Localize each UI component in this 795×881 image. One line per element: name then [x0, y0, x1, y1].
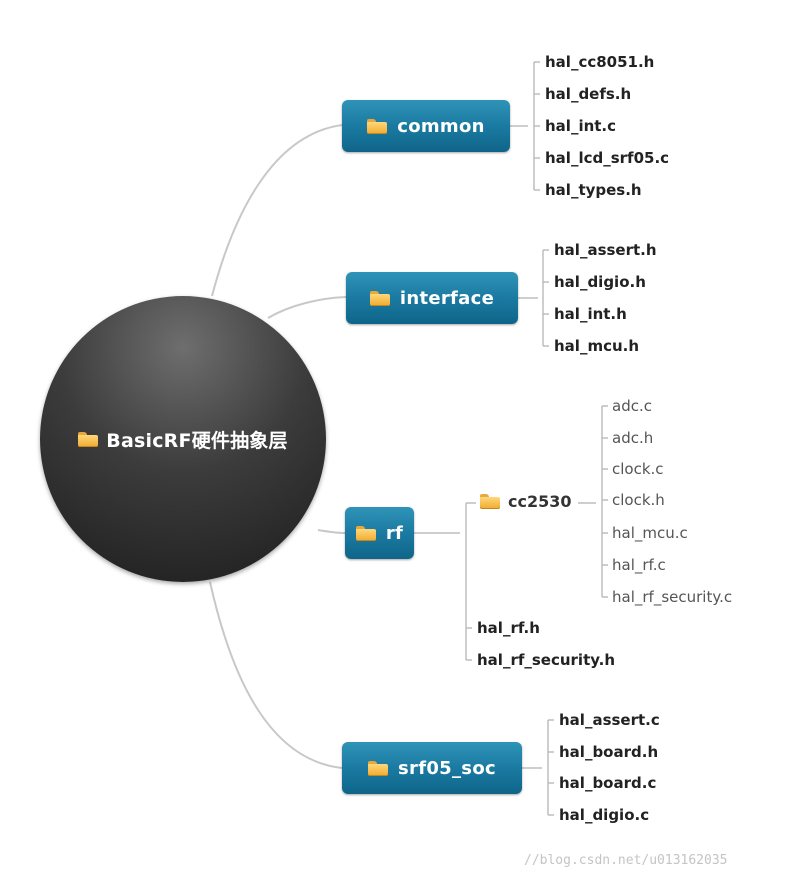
file-item[interactable]: adc.c: [612, 397, 652, 415]
subfolder-label: cc2530: [508, 492, 572, 511]
file-item[interactable]: hal_board.h: [559, 743, 659, 761]
branch-label: rf: [385, 522, 404, 544]
file-item[interactable]: hal_int.h: [554, 305, 627, 323]
file-item[interactable]: clock.h: [612, 491, 665, 509]
branch-interface[interactable]: interface: [346, 272, 518, 324]
link-root-rf: [317, 529, 346, 534]
file-item[interactable]: hal_assert.c: [559, 711, 660, 729]
branch-srf05-soc[interactable]: srf05_soc: [342, 742, 522, 794]
file-item[interactable]: hal_lcd_srf05.c: [545, 149, 670, 167]
folder-icon: [369, 290, 390, 306]
file-item[interactable]: hal_defs.h: [545, 85, 632, 103]
file-item[interactable]: hal_rf.c: [612, 556, 666, 574]
folder-icon: [355, 525, 376, 541]
branch-label: common: [397, 115, 485, 137]
root-label: BasicRF硬件抽象层: [106, 429, 288, 452]
folder-icon: [480, 494, 500, 509]
branch-label: interface: [399, 287, 495, 309]
link-root-srf05: [209, 581, 343, 769]
file-item[interactable]: hal_digio.h: [554, 273, 646, 291]
link-srf05-bracket: [522, 719, 554, 816]
link-rf-bracket: [414, 502, 476, 661]
file-item[interactable]: hal_assert.h: [554, 241, 657, 259]
folder-icon: [78, 431, 99, 447]
link-root-interface: [267, 296, 347, 319]
file-item[interactable]: hal_board.c: [559, 774, 657, 792]
link-interface-bracket: [518, 249, 549, 347]
branch-common[interactable]: common: [342, 100, 510, 152]
file-item[interactable]: hal_digio.c: [559, 806, 650, 824]
link-cc2530-bracket: [578, 405, 608, 598]
file-item[interactable]: hal_rf.h: [477, 619, 540, 637]
file-item[interactable]: hal_rf_security.c: [612, 588, 733, 606]
branch-label: srf05_soc: [398, 757, 496, 779]
file-item[interactable]: adc.h: [612, 429, 654, 447]
root-node[interactable]: BasicRF硬件抽象层: [40, 296, 326, 582]
branch-rf[interactable]: rf: [345, 507, 414, 559]
subfolder-cc2530[interactable]: cc2530: [480, 492, 572, 511]
file-item[interactable]: hal_mcu.h: [554, 337, 640, 355]
file-item[interactable]: hal_mcu.c: [612, 524, 688, 542]
folder-icon: [368, 760, 389, 776]
file-item[interactable]: hal_int.c: [545, 117, 617, 135]
watermark: //blog.csdn.net/u013162035: [524, 853, 728, 868]
file-item[interactable]: hal_rf_security.h: [477, 651, 616, 669]
link-root-common: [211, 124, 343, 297]
link-common-bracket: [510, 61, 540, 191]
folder-icon: [367, 118, 388, 134]
file-item[interactable]: hal_cc8051.h: [545, 53, 655, 71]
file-item[interactable]: clock.c: [612, 460, 664, 478]
file-item[interactable]: hal_types.h: [545, 181, 642, 199]
